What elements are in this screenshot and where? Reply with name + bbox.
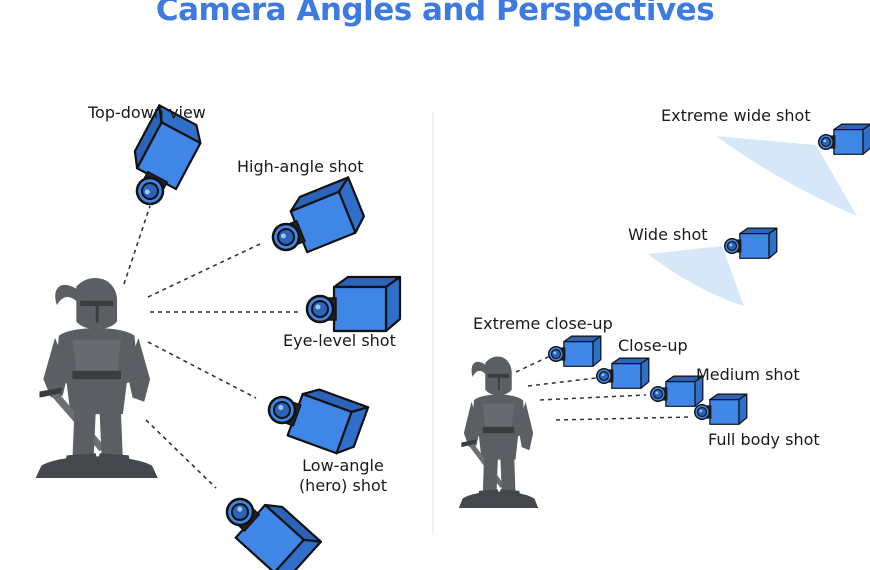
sight-line-full-body <box>555 416 691 421</box>
page-title: Camera Angles and Perspectives <box>155 0 715 28</box>
label-low-angle-line1: Low-angle <box>302 456 384 475</box>
sight-line-worm-eye <box>145 419 217 489</box>
camera-icon <box>261 374 370 460</box>
label-extreme-close-up: Extreme close-up <box>473 314 613 333</box>
label-eye-level-shot: Eye-level shot <box>283 331 396 350</box>
knight-statue-icon <box>35 278 158 478</box>
camera-icon <box>818 123 870 156</box>
label-top-down-view: Top-down view <box>88 103 206 122</box>
sight-line-top-down <box>123 205 151 285</box>
label-close-up: Close-up <box>618 336 688 355</box>
label-high-angle-shot: High-angle shot <box>237 157 364 176</box>
label-low-angle-line2: (hero) shot <box>298 476 388 495</box>
knight-statue-icon <box>458 356 539 508</box>
camera-icon <box>548 335 602 368</box>
sight-line-close-up <box>527 377 597 387</box>
label-wide-shot: Wide shot <box>628 225 708 244</box>
sight-lines <box>123 205 300 489</box>
sight-line-extreme-close-up <box>515 355 551 373</box>
sight-line-low-angle <box>147 341 257 399</box>
field-of-view-icon <box>648 246 744 306</box>
camera-icon <box>305 275 402 333</box>
camera-icon <box>260 176 370 264</box>
sight-line-medium <box>539 394 647 401</box>
label-extreme-wide-shot: Extreme wide shot <box>661 106 811 125</box>
sight-line-high-angle <box>147 243 261 298</box>
label-medium-shot: Medium shot <box>696 365 800 384</box>
camera-icon <box>724 227 778 260</box>
camera-icon <box>650 375 704 408</box>
label-full-body-shot: Full body shot <box>708 430 820 449</box>
label-low-angle-shot: Low-angle (hero) shot <box>288 456 398 496</box>
camera-icon <box>596 357 650 390</box>
sight-lines <box>515 355 691 421</box>
field-of-view-icon <box>716 136 857 216</box>
